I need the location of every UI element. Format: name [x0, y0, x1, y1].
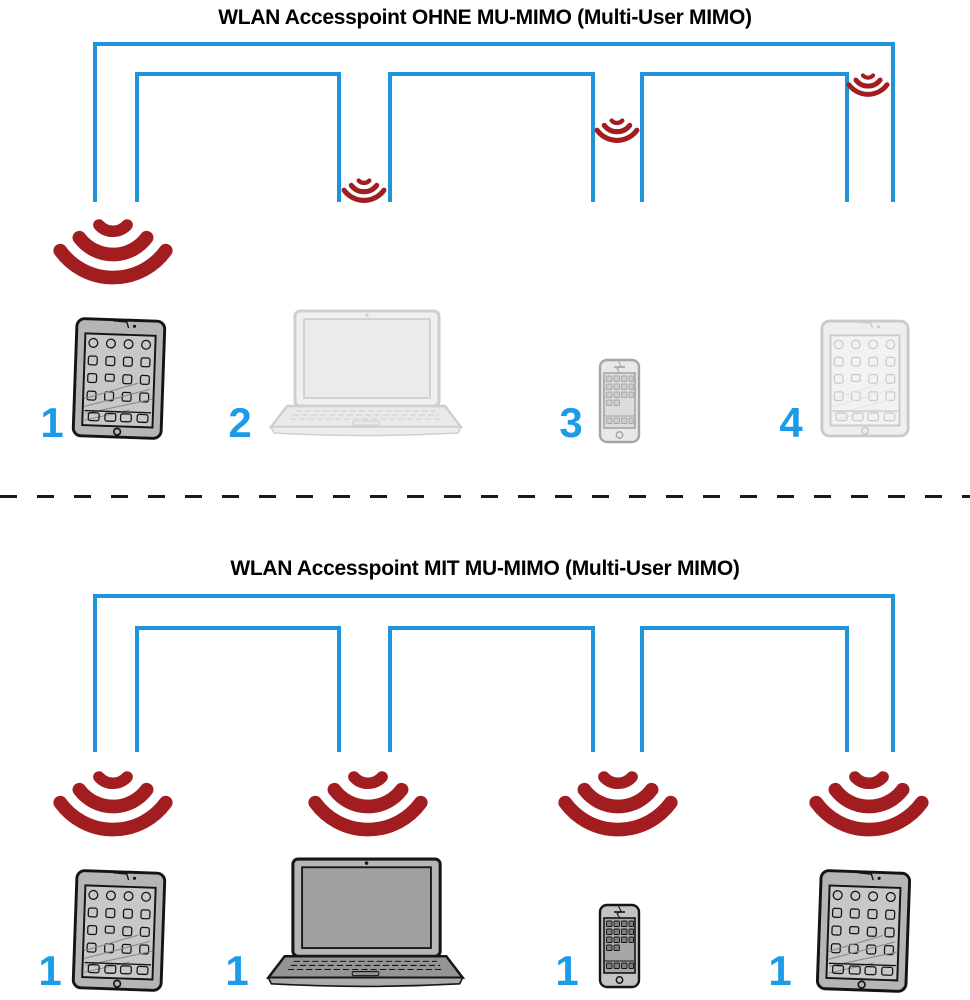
section-title-without-mu-mimo: WLAN Accesspoint OHNE MU-MIMO (Multi-Use… — [218, 6, 752, 29]
wifi-signal-small-icon — [341, 173, 387, 204]
connection-line-h — [93, 594, 895, 598]
wifi-signal-large-icon — [557, 757, 679, 839]
wifi-signal-large-icon — [52, 757, 174, 839]
device-order-label: 4 — [779, 399, 803, 446]
device-order-label: 3 — [559, 399, 583, 446]
tablet-icon — [819, 317, 911, 440]
tablet-icon — [814, 866, 913, 995]
connection-line-v — [93, 594, 97, 752]
connection-line-v — [591, 72, 595, 202]
device-order-label: 1 — [768, 947, 792, 994]
device-order-label: 1 — [40, 399, 64, 446]
connection-line-v — [891, 42, 895, 202]
connection-line-v — [135, 72, 139, 202]
connection-line-v — [640, 626, 644, 752]
device-order-label: 1 — [555, 947, 579, 994]
wifi-signal-large-icon — [808, 757, 930, 839]
connection-line-v — [135, 626, 139, 752]
connection-line-v — [388, 72, 392, 202]
connection-line-h — [640, 626, 849, 630]
tablet-icon — [70, 866, 168, 994]
tablet-icon — [70, 314, 168, 442]
connection-line-h — [135, 72, 341, 76]
connection-line-v — [640, 72, 644, 202]
device-order-label: 1 — [38, 947, 62, 994]
connection-line-h — [640, 72, 849, 76]
connection-line-h — [388, 72, 595, 76]
wifi-signal-small-icon — [594, 113, 640, 144]
smartphone-icon — [597, 903, 642, 989]
connection-line-v — [337, 626, 341, 752]
connection-line-v — [845, 72, 849, 202]
connection-line-h — [388, 626, 595, 630]
laptop-icon — [263, 856, 468, 991]
device-order-label: 1 — [225, 947, 249, 994]
section-title-with-mu-mimo: WLAN Accesspoint MIT MU-MIMO (Multi-User… — [230, 557, 740, 580]
wifi-signal-large-icon — [307, 757, 429, 839]
wifi-signal-small-icon — [846, 68, 890, 98]
laptop-icon — [266, 308, 466, 440]
connection-line-v — [891, 594, 895, 752]
smartphone-icon — [597, 358, 642, 444]
section-divider — [0, 495, 970, 498]
connection-line-v — [845, 626, 849, 752]
connection-line-h — [93, 42, 895, 46]
connection-line-v — [388, 626, 392, 752]
connection-line-v — [93, 42, 97, 202]
device-order-label: 2 — [228, 399, 252, 446]
connection-line-v — [591, 626, 595, 752]
wifi-signal-large-icon — [52, 205, 174, 287]
connection-line-v — [337, 72, 341, 202]
connection-line-h — [135, 626, 341, 630]
